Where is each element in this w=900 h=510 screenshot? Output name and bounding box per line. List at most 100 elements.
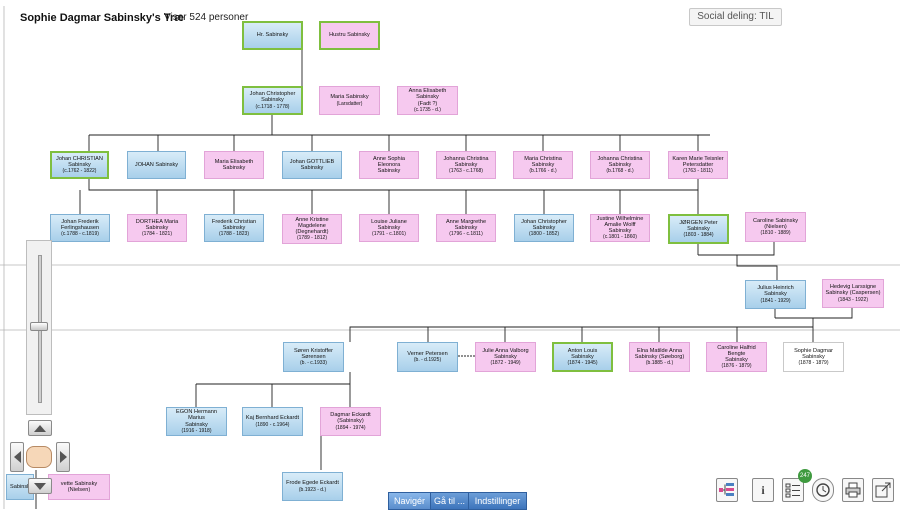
- tab-go-to[interactable]: Gå til ...: [430, 492, 469, 510]
- person-name: EGON Hermann Marius: [175, 409, 218, 422]
- person-name-cont: Sabinsky: [608, 161, 632, 168]
- tree-view-button[interactable]: [716, 478, 738, 502]
- person-name-cont: Sabinsky: [454, 224, 478, 231]
- person-name-cont: Sabinsky: [531, 161, 555, 168]
- person-name-cont: Sabinsky: [377, 168, 401, 175]
- person-card[interactable]: Hustru Sabinsky: [319, 21, 380, 50]
- person-name-cont: Ferlingshausen: [60, 224, 100, 231]
- person-name-cont: Sabinsky: [222, 165, 246, 171]
- person-dates: (b.1885 - d.): [645, 360, 674, 367]
- person-dates: (1788 - 1823): [218, 231, 250, 238]
- person-dates: (1784 - 1821): [141, 231, 173, 238]
- person-name: Johanna Christina: [443, 155, 489, 162]
- person-dates: (1916 - 1918): [181, 427, 212, 434]
- page-title: Sophie Dagmar Sabinsky's Træ: [20, 12, 185, 24]
- person-card[interactable]: Caroline Sabinsky(Nielsen)(1810 - 1889): [745, 212, 806, 242]
- person-card[interactable]: Hr. Sabinsky: [242, 21, 303, 50]
- person-name: Elna Matilde Anna: [636, 347, 683, 354]
- background-rules: [0, 6, 900, 509]
- pan-hand-icon[interactable]: [26, 446, 52, 468]
- person-name: Hr. Sabinsky: [256, 32, 289, 39]
- person-dates: (1878 - 1879): [798, 360, 829, 367]
- tab-navigate[interactable]: Navigér: [388, 492, 431, 510]
- person-card[interactable]: Kaj Bernhard Eckardt(1890 - c.1964): [242, 407, 303, 436]
- zoom-slider-handle[interactable]: [30, 322, 48, 331]
- zoom-control: [26, 240, 52, 415]
- person-dates: (1841 - 1929): [760, 297, 791, 304]
- person-dates: (c.1788 - c.1819): [61, 231, 99, 238]
- info-icon: i: [761, 482, 765, 497]
- history-button[interactable]: [812, 478, 834, 502]
- tab-settings[interactable]: Indstillinger: [468, 492, 527, 510]
- person-name-cont: Petersdatter: [682, 161, 714, 168]
- person-name: JØRGEN Peter Sabinsky: [679, 219, 718, 232]
- external-link-button[interactable]: [872, 478, 894, 502]
- person-card[interactable]: Verner Petersen(b. - d.1925): [397, 342, 458, 372]
- info-button[interactable]: i: [752, 478, 774, 502]
- person-card[interactable]: Louise Juliane Sabinsky(1791 - c.1801): [359, 214, 419, 242]
- pan-up-button[interactable]: [28, 420, 52, 436]
- person-name: Johan Christopher: [521, 218, 567, 225]
- person-name-cont: Sabinsky: [532, 224, 556, 231]
- person-name: Julius Heinrich: [757, 285, 794, 292]
- person-name-cont: Sabinsky: [300, 165, 324, 171]
- person-dates: (c.1801 - 1860): [603, 234, 637, 241]
- person-dates: (1872 - 1949): [490, 360, 521, 367]
- person-card[interactable]: JOHAN Sabinsky: [127, 151, 186, 179]
- person-name: Maria Sabinsky: [330, 94, 369, 101]
- person-name: Anne Margrethe: [445, 218, 487, 225]
- external-link-icon: [875, 482, 891, 498]
- print-button[interactable]: [842, 478, 864, 502]
- person-card[interactable]: Frode Egede Eckardt(b.1923 - d.): [282, 472, 343, 501]
- person-card[interactable]: vette Sabinsky (Nielsen): [48, 474, 110, 500]
- person-name: Johanna Christina: [597, 155, 643, 162]
- checklist-button[interactable]: [782, 478, 804, 502]
- person-card[interactable]: Maria Sabinsky(Larsdatter): [319, 86, 380, 115]
- person-name: Verner Petersen: [407, 350, 448, 357]
- person-card[interactable]: Anna Elisabeth Sabinsky(Fadt ?)(c.1735 -…: [397, 86, 458, 115]
- person-name: Anton Louis Sabinsky: [567, 347, 598, 360]
- pan-left-button[interactable]: [10, 442, 24, 472]
- pan-right-button[interactable]: [56, 442, 70, 472]
- person-name: Louise Juliane Sabinsky: [371, 218, 407, 231]
- arrow-down-icon: [34, 482, 46, 490]
- person-card[interactable]: Anton Louis Sabinsky(1874 - 1945): [552, 342, 613, 372]
- pan-down-button[interactable]: [28, 478, 52, 494]
- person-dates: (b.1923 - d.): [298, 486, 327, 493]
- person-name-cont: Sørensen: [301, 353, 326, 360]
- arrow-up-icon: [34, 424, 46, 432]
- arrow-left-icon: [13, 451, 21, 463]
- person-card[interactable]: JØRGEN Peter Sabinsky(1803 - 1884): [668, 214, 729, 244]
- person-card[interactable]: Dagmar Eckardt(Sabinsky)(1894 - 1974): [320, 407, 381, 436]
- person-name-cont: Sabinsky (Søeborg): [634, 353, 685, 360]
- person-name: Hedevig Larssigne: [829, 284, 877, 291]
- social-sharing-button[interactable]: Social deling: TIL: [689, 8, 782, 26]
- person-name: vette Sabinsky (Nielsen): [60, 480, 98, 493]
- person-name-cont: Sabinsky: [764, 291, 787, 298]
